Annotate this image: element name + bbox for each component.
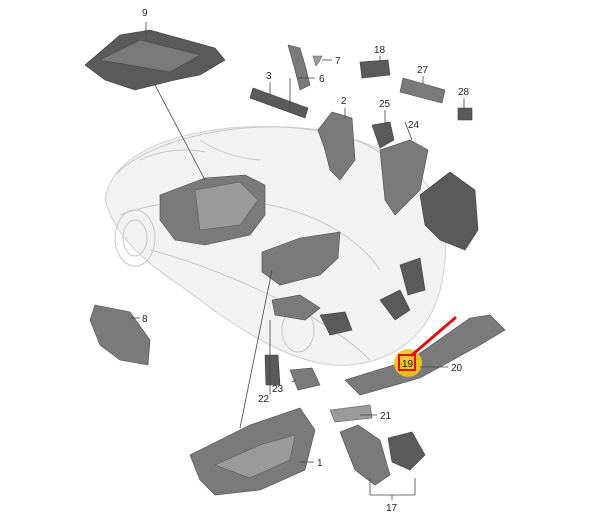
part-9-top-panel[interactable]: [84, 29, 226, 91]
callout-9: 9: [142, 8, 148, 19]
part-27-pad[interactable]: [399, 77, 446, 104]
callout-22: 22: [258, 394, 270, 405]
callout-18: 18: [374, 45, 386, 56]
part-19-marker: [398, 354, 416, 371]
callout-1: 1: [317, 458, 323, 469]
part-1-front-panel[interactable]: [189, 407, 316, 496]
callout-labels: 9 3 2 6 7 18 27 28 25 24 8 22 23 21 20 1…: [142, 8, 470, 514]
part-23-bracket[interactable]: [289, 367, 321, 391]
callout-8: 8: [142, 314, 148, 325]
part-bumper-brackets[interactable]: [271, 294, 353, 336]
callout-6: 6: [319, 74, 325, 85]
part-side-panel[interactable]: [419, 171, 479, 251]
part-20-lip[interactable]: [344, 257, 506, 396]
callout-7: 7: [335, 56, 341, 67]
part-bumper-crossmember[interactable]: [261, 231, 341, 286]
callout-28: 28: [458, 87, 470, 98]
callout-27: 27: [417, 65, 429, 76]
callout-25: 25: [379, 99, 391, 110]
part-8-liner[interactable]: [89, 304, 151, 366]
part-18-pad[interactable]: [359, 59, 391, 79]
part-6-bracket[interactable]: [287, 44, 311, 91]
part-2-panel[interactable]: [317, 111, 356, 181]
callout-21: 21: [380, 411, 392, 422]
callout-2: 2: [341, 96, 347, 107]
part-24-panel[interactable]: [379, 139, 429, 216]
callout-23: 23: [272, 384, 284, 395]
part-front-assembly[interactable]: [159, 174, 266, 246]
part-21-strip[interactable]: [329, 404, 373, 423]
callout-3: 3: [266, 71, 272, 82]
part-19-highlighted[interactable]: 19: [394, 316, 457, 377]
part-17-brackets[interactable]: [339, 424, 426, 486]
callout-17: 17: [386, 503, 398, 514]
part-28-pad[interactable]: [457, 107, 473, 121]
callout-24: 24: [408, 120, 420, 131]
part-25-bracket[interactable]: [371, 121, 395, 149]
highlight-arrow: [410, 316, 457, 357]
part-3-strip[interactable]: [249, 87, 309, 119]
part-22-bracket[interactable]: [264, 354, 281, 386]
part-7-clip[interactable]: [312, 55, 323, 67]
callout-20: 20: [451, 363, 463, 374]
leader-lines: [130, 22, 465, 500]
callout-19-label: 19: [402, 359, 414, 370]
